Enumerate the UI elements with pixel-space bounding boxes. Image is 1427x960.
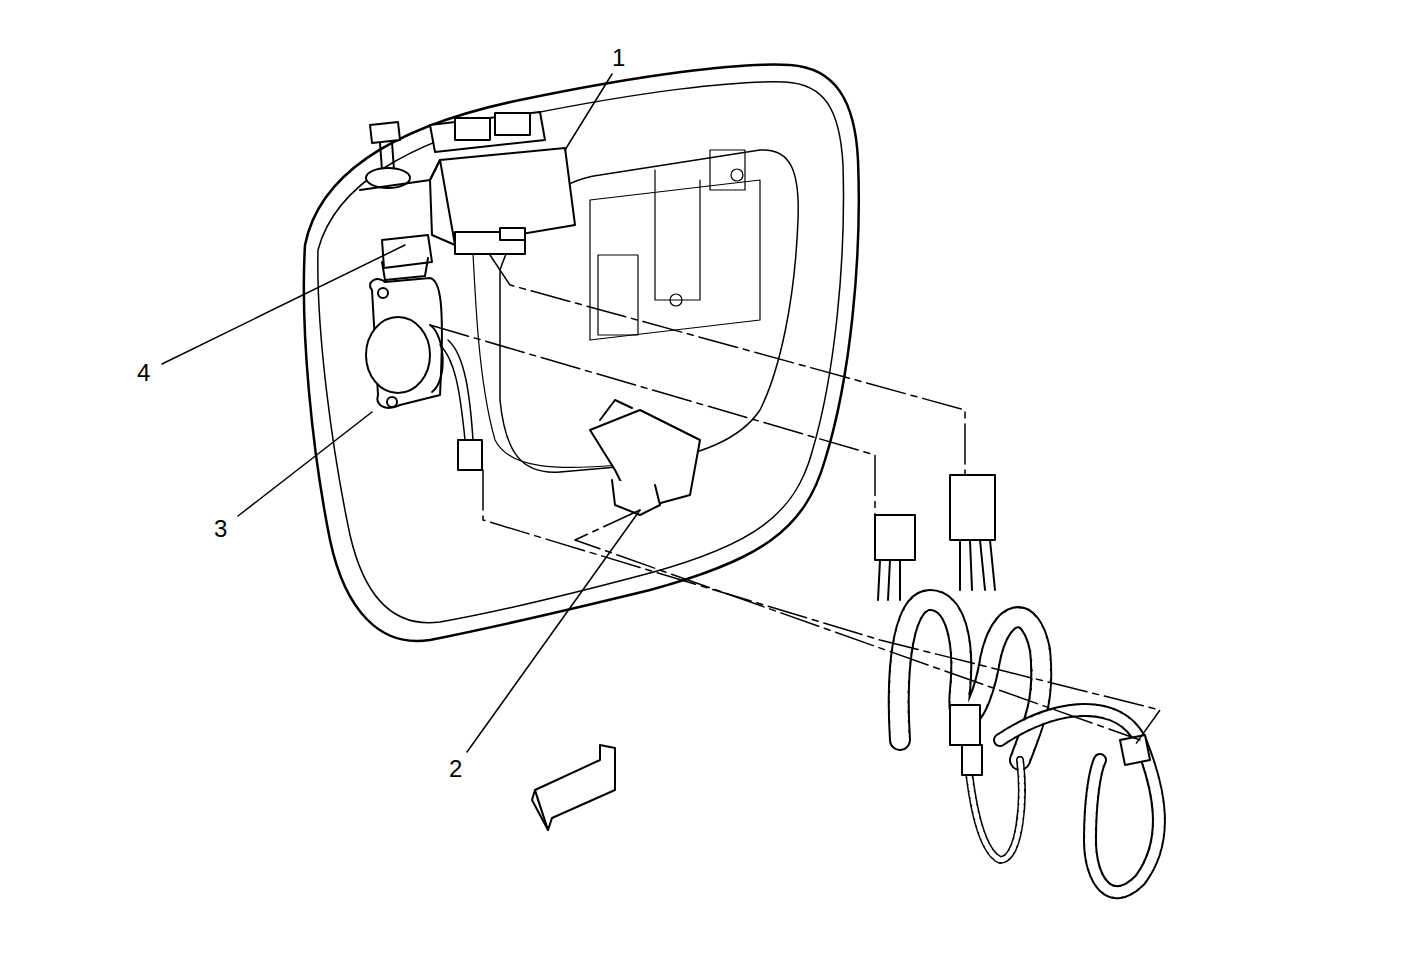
callout-number: 1: [610, 45, 627, 71]
callout-number: 4: [135, 360, 152, 386]
callout-number: 2: [447, 756, 464, 782]
callout-number: 3: [212, 516, 229, 542]
